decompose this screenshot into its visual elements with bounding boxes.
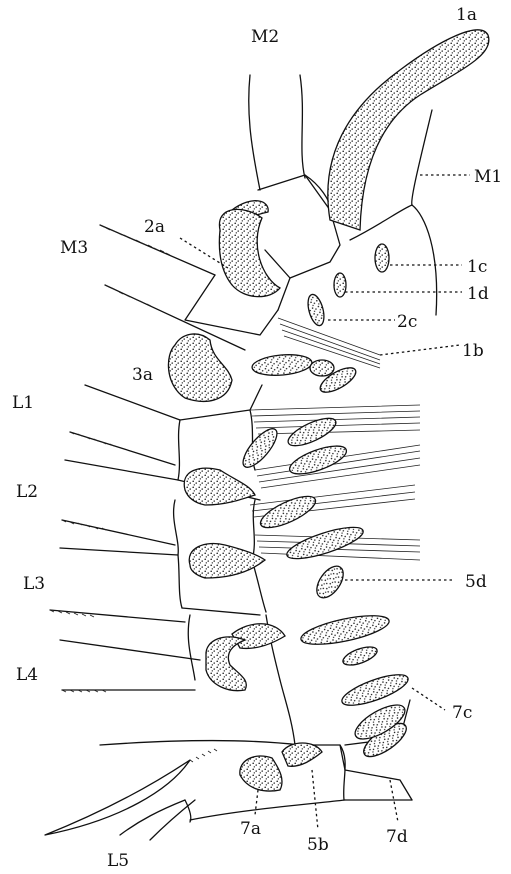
label-5d: 5d (465, 572, 487, 592)
label-1a: 1a (456, 5, 477, 25)
label-m1: M1 (474, 167, 502, 187)
label-7c: 7c (452, 703, 472, 723)
label-1c: 1c (467, 257, 487, 277)
label-7d: 7d (386, 827, 408, 847)
label-m2: M2 (251, 27, 279, 47)
label-l3: L3 (23, 574, 45, 594)
label-1b: 1b (462, 341, 484, 361)
muscle-blobs (168, 30, 488, 791)
label-l4: L4 (16, 665, 38, 685)
label-5b: 5b (307, 835, 329, 855)
label-3a: 3a (132, 365, 153, 385)
label-1d: 1d (467, 284, 489, 304)
label-m3: M3 (60, 238, 88, 258)
label-2a: 2a (144, 217, 165, 237)
label-l5: L5 (107, 851, 129, 871)
label-l1: L1 (12, 393, 34, 413)
label-7a: 7a (240, 819, 261, 839)
label-2c: 2c (397, 312, 417, 332)
label-l2: L2 (16, 482, 38, 502)
